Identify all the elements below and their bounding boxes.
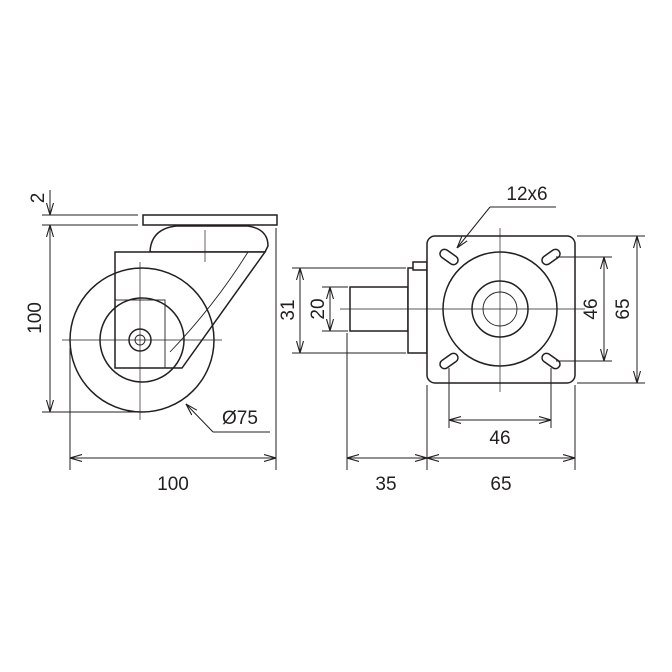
side-view: 2 100 Ø75 100 bbox=[25, 190, 278, 495]
mounting-plate-top bbox=[426, 235, 576, 384]
dim-label-hole-spacing-horizontal: 46 bbox=[489, 428, 510, 449]
dim-label-height: 100 bbox=[25, 302, 46, 334]
dim-label-wheel-diameter: Ø75 bbox=[222, 408, 258, 429]
dim-label-plate-thickness: 2 bbox=[28, 193, 49, 204]
swivel-cap bbox=[149, 225, 269, 253]
stem-collar bbox=[407, 267, 428, 354]
dim-label-offset: 35 bbox=[375, 474, 396, 495]
fork-inner-edge bbox=[169, 251, 249, 353]
dim-label-stem-inner: 20 bbox=[308, 298, 329, 319]
dim-label-plate-horizontal: 65 bbox=[490, 474, 511, 495]
mounting-hole bbox=[541, 248, 561, 266]
dim-label-hole-spacing-vertical: 46 bbox=[581, 298, 602, 319]
mounting-plate-side bbox=[142, 214, 278, 226]
mounting-holes bbox=[439, 248, 561, 370]
top-view: 12x6 31 20 46 65 46 35 65 bbox=[278, 184, 645, 495]
leader-wheel-diameter bbox=[186, 404, 214, 433]
mounting-hole bbox=[541, 352, 561, 370]
stem-tab bbox=[412, 261, 428, 271]
leader-holes bbox=[457, 206, 491, 248]
dim-label-holes: 12x6 bbox=[506, 184, 547, 205]
dim-label-width: 100 bbox=[157, 474, 189, 495]
mounting-hole bbox=[439, 352, 459, 370]
dim-label-stem-outer: 31 bbox=[278, 299, 299, 320]
dim-label-plate-vertical: 65 bbox=[613, 298, 634, 319]
mounting-hole bbox=[439, 248, 459, 266]
